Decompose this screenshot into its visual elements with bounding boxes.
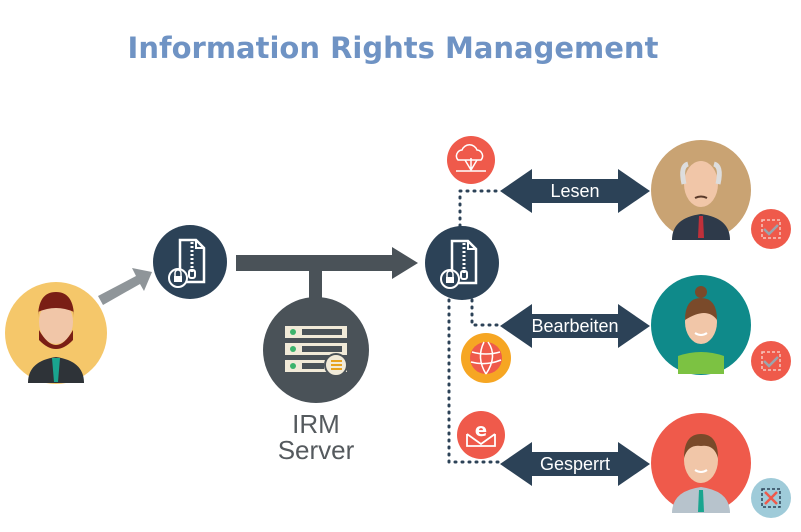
upload-arrow bbox=[98, 268, 152, 305]
server-icon bbox=[285, 326, 348, 377]
dotted-connectors bbox=[447, 189, 502, 464]
distribution-arrow bbox=[236, 247, 418, 300]
status-blocked-icon bbox=[751, 478, 791, 518]
sender-avatar bbox=[5, 282, 107, 384]
permission-arrow-blocked: Gesperrt bbox=[500, 442, 650, 486]
irm-server-node bbox=[263, 297, 369, 403]
protected-document-node bbox=[153, 225, 227, 299]
server-label-line2: Server bbox=[278, 435, 355, 465]
recipient-avatar-reader bbox=[651, 140, 751, 240]
permission-label-blocked: Gesperrt bbox=[540, 454, 610, 474]
page-title: Information Rights Management bbox=[128, 31, 659, 65]
permission-label-read: Lesen bbox=[550, 181, 599, 201]
recipient-avatar-editor bbox=[651, 275, 751, 375]
permission-arrow-edit: Bearbeiten bbox=[500, 304, 650, 348]
permission-label-edit: Bearbeiten bbox=[531, 316, 618, 336]
recipient-avatar-blocked bbox=[651, 413, 751, 513]
svg-text:e: e bbox=[475, 420, 487, 441]
permission-arrow-read: Lesen bbox=[500, 169, 650, 213]
status-allowed-icon bbox=[751, 209, 791, 249]
server-label-line1: IRM bbox=[292, 409, 340, 439]
status-allowed-icon bbox=[751, 341, 791, 381]
protected-document-node-2 bbox=[425, 226, 499, 300]
email-icon: e bbox=[457, 411, 505, 459]
globe-icon bbox=[461, 333, 511, 383]
cloud-share-icon bbox=[447, 136, 495, 184]
